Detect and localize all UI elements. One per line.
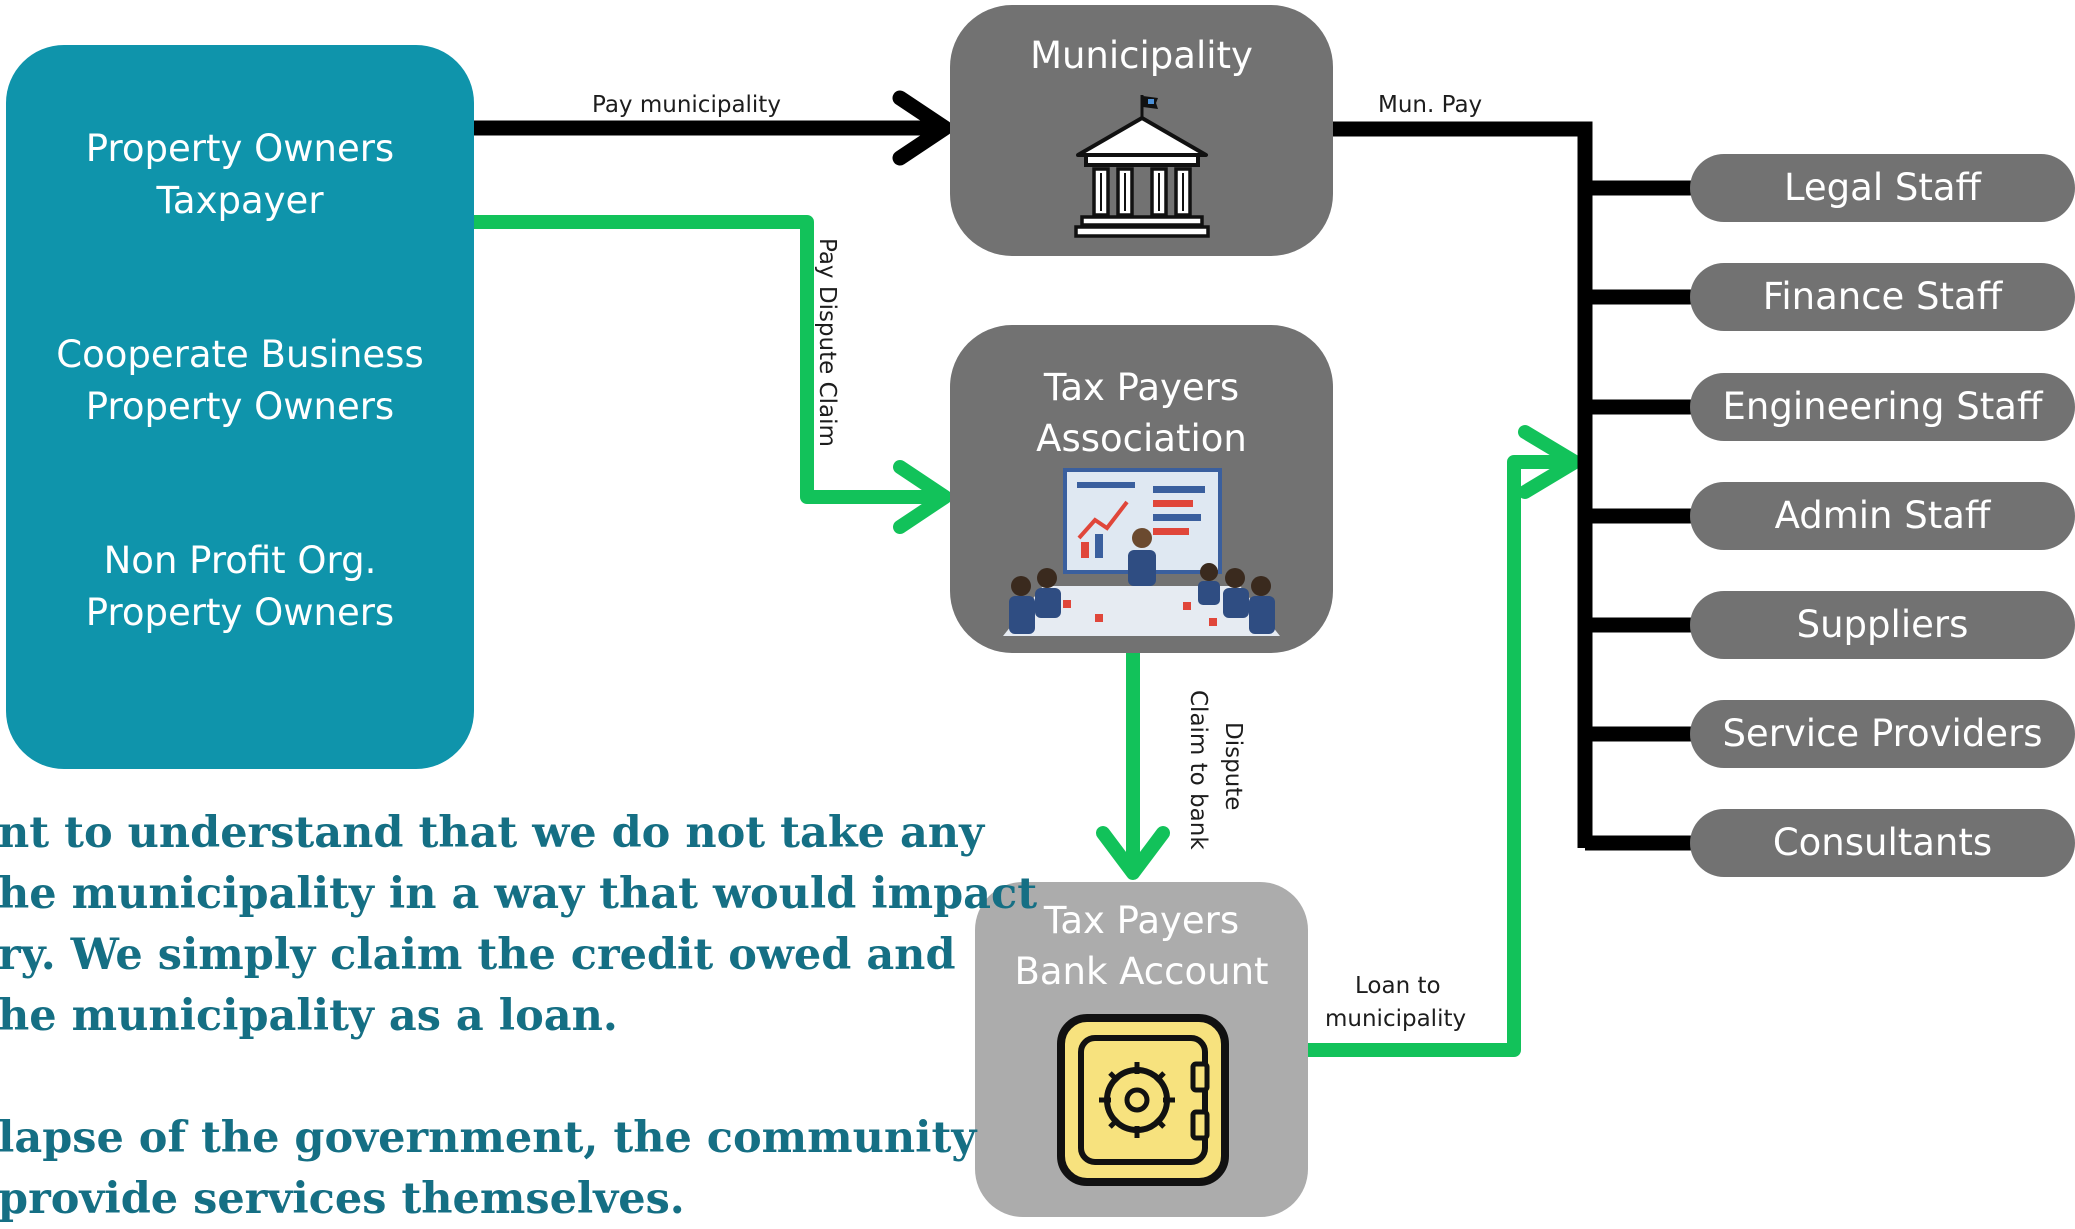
- tax-payers-association-node: Tax Payers Association: [950, 325, 1333, 653]
- note-line-1: nt to understand that we do not take any: [0, 808, 985, 858]
- safe-vault-icon: [1057, 1014, 1229, 1186]
- pay-dispute-claim-arrow: [467, 215, 952, 534]
- note-line-2: he municipality in a way that would impa…: [0, 869, 1038, 919]
- recipient-legal-staff: Legal Staff: [1690, 154, 2075, 222]
- group-line: Non Profit Org.: [103, 539, 377, 582]
- note-line-3: ry. We simply claim the credit owed and: [0, 930, 956, 980]
- meeting-presentation-icon: [1003, 468, 1280, 636]
- group-line: Property Owners: [85, 127, 395, 170]
- recipient-consultants: Consultants: [1690, 809, 2075, 877]
- bank-title-line-2: Bank Account: [1014, 950, 1269, 993]
- taxpayer-group-non-profit: Non Profit Org. Property Owners: [6, 535, 474, 639]
- group-line: Cooperate Business: [56, 333, 424, 376]
- pay-municipality-arrow: [466, 90, 953, 166]
- taxpayer-group-property-owners: Property Owners Taxpayer: [6, 123, 474, 227]
- group-line: Taxpayer: [156, 179, 324, 222]
- loan-to-municipality-label-2: municipality: [1325, 1006, 1467, 1032]
- note-line-6: lapse of the government, the community: [0, 1113, 977, 1163]
- taxpayer-group-cooperate-business: Cooperate Business Property Owners: [6, 329, 474, 433]
- recipient-service-providers: Service Providers: [1690, 700, 2075, 768]
- bank-title-line-1: Tax Payers: [1043, 899, 1240, 942]
- dispute-claim-to-bank-label-1: Dispute: [1220, 722, 1246, 811]
- loan-to-municipality-arrow: [1301, 425, 1582, 1057]
- note-line-4: he municipality as a loan.: [0, 991, 618, 1041]
- dispute-claim-to-bank-arrow: [1096, 646, 1170, 880]
- municipality-node: Municipality: [950, 5, 1333, 256]
- recipient-engineering-staff: Engineering Staff: [1690, 373, 2075, 441]
- municipality-title: Municipality: [1030, 34, 1253, 77]
- group-line: Property Owners: [85, 591, 395, 634]
- pay-municipality-label: Pay municipality: [592, 92, 781, 118]
- recipient-branches: [1585, 180, 1695, 851]
- loan-to-municipality-label-1: Loan to: [1355, 973, 1441, 999]
- mun-pay-label: Mun. Pay: [1378, 92, 1483, 118]
- pay-dispute-claim-label: Pay Dispute Claim: [814, 238, 840, 447]
- mun-pay-line: [1333, 121, 1593, 848]
- association-title-line-2: Association: [1036, 417, 1247, 460]
- government-building-icon: [1074, 95, 1210, 238]
- recipient-finance-staff: Finance Staff: [1690, 263, 2075, 331]
- taxpayers-block: Property Owners Taxpayer Cooperate Busin…: [6, 45, 474, 769]
- group-line: Property Owners: [85, 385, 395, 428]
- association-title-line-1: Tax Payers: [1043, 366, 1240, 409]
- dispute-claim-to-bank-label-2: Claim to bank: [1185, 690, 1211, 850]
- recipient-admin-staff: Admin Staff: [1690, 482, 2075, 550]
- tax-payers-bank-account-node: Tax Payers Bank Account: [975, 882, 1308, 1217]
- note-line-7: provide services themselves.: [0, 1174, 685, 1224]
- recipient-suppliers: Suppliers: [1690, 591, 2075, 659]
